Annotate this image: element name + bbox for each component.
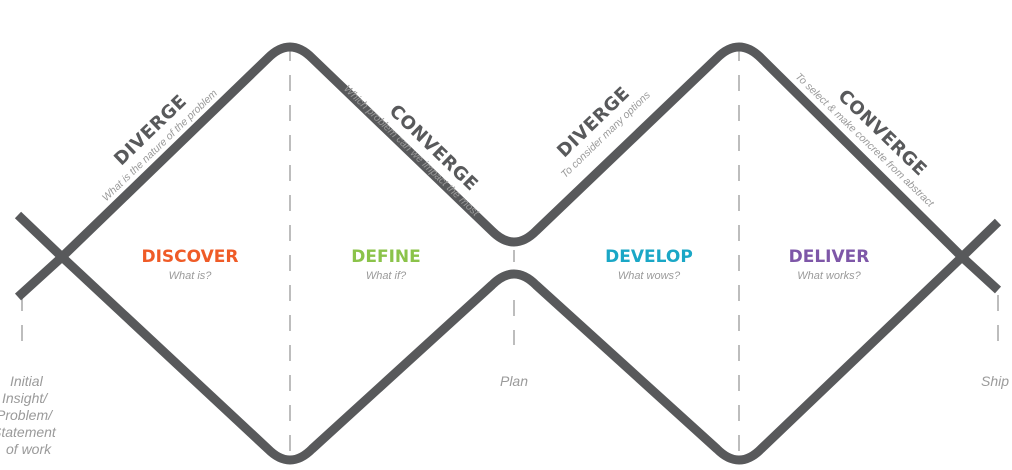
milestone-start-line-2: Insight/ bbox=[2, 390, 49, 406]
diverge-subtitle: What is the nature of the problem bbox=[100, 87, 220, 204]
milestone-ship: Ship bbox=[981, 373, 1009, 389]
phase-title-discover: DISCOVER bbox=[141, 247, 238, 267]
dashed-guides bbox=[21, 45, 999, 460]
phase-subtitle-define: What if? bbox=[366, 270, 407, 282]
milestone-start-line-3: Problem/ bbox=[0, 407, 54, 423]
phase-subtitle-deliver: What works? bbox=[797, 270, 861, 282]
milestone-start-line-5: of work bbox=[6, 441, 52, 457]
phase-title-develop: DEVELOP bbox=[605, 247, 693, 267]
converge-subtitle: Which problem can we impact the most bbox=[341, 83, 482, 220]
upper-zigzag bbox=[14, 42, 1002, 262]
lower-zigzag bbox=[14, 252, 1002, 465]
diamond-outlines bbox=[14, 42, 1002, 465]
phase-title-deliver: DELIVER bbox=[789, 247, 870, 267]
diagonal-label-1: DIVERGE What is the nature of the proble… bbox=[100, 87, 220, 204]
diagonal-label-4: CONVERGE To select & make concrete from … bbox=[793, 71, 937, 211]
phase-define: DEFINE What if? bbox=[351, 247, 421, 282]
diagonal-label-3: DIVERGE To consider many options bbox=[553, 83, 653, 181]
milestone-start-line-1: Initial bbox=[10, 373, 44, 389]
converge-subtitle-2: To select & make concrete from abstract bbox=[793, 71, 937, 211]
milestone-start-line-4: Statement bbox=[0, 424, 57, 440]
phase-discover: DISCOVER What is? bbox=[141, 247, 238, 282]
diagonal-label-2: CONVERGE Which problem can we impact the… bbox=[341, 83, 482, 220]
phase-subtitle-develop: What wows? bbox=[618, 270, 681, 282]
milestone-start: Initial Insight/ Problem/ Statement of w… bbox=[0, 373, 57, 457]
milestone-plan: Plan bbox=[500, 373, 528, 389]
phase-title-define: DEFINE bbox=[351, 247, 421, 267]
converge-heading-2: CONVERGE bbox=[834, 86, 931, 181]
phase-subtitle-discover: What is? bbox=[169, 270, 213, 282]
phase-develop: DEVELOP What wows? bbox=[605, 247, 693, 282]
phase-deliver: DELIVER What works? bbox=[789, 247, 870, 282]
